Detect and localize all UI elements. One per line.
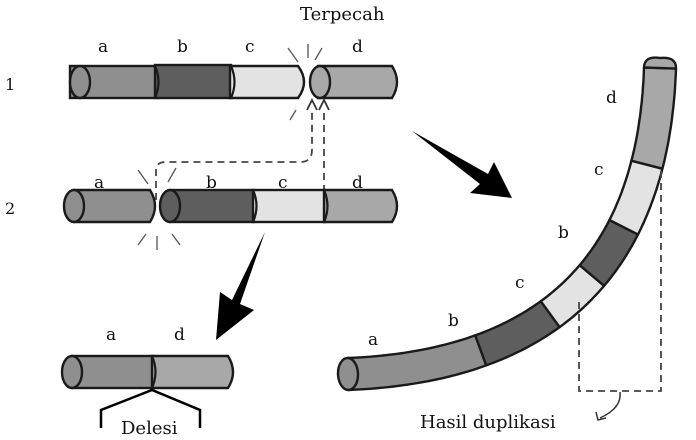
chromosome-row-2: a b c d (62, 167, 399, 250)
label-c: c (278, 173, 288, 193)
segment-a (60, 354, 156, 390)
label-a: a (94, 173, 104, 193)
transfer-dashed-lines (155, 97, 330, 200)
segment-d (308, 64, 399, 100)
dup-label-d: d (606, 88, 617, 108)
dup-label-b2: b (558, 223, 569, 243)
label-a: a (98, 37, 108, 57)
arrowhead-icon (306, 97, 318, 111)
break-rays-row-1 (287, 44, 323, 121)
label-d: d (174, 325, 185, 345)
segment-b (153, 63, 233, 100)
deletion-bracket (99, 388, 202, 428)
deletion-label: Delesi (121, 418, 178, 439)
dup-label-c2: c (594, 160, 604, 180)
segment-b (158, 188, 256, 224)
segment-a (62, 188, 157, 224)
chromosome-duplication (336, 56, 678, 392)
row-number-2: 2 (5, 199, 15, 218)
dup-segment-c (608, 159, 664, 236)
dup-segment-d (630, 66, 678, 170)
label-a: a (106, 325, 116, 345)
arrowhead-icon (318, 97, 330, 111)
chromosome-row-1: a b c d (68, 37, 399, 121)
label-c: c (245, 37, 255, 57)
dup-end-cap (336, 356, 360, 392)
segment-a (68, 64, 160, 100)
label-b: b (177, 37, 188, 57)
label-d: d (352, 37, 363, 57)
dup-label-a: a (368, 330, 378, 350)
segment-d (322, 188, 399, 224)
arrow-to-duplication-icon (412, 131, 512, 198)
duplication-bracket (578, 168, 662, 421)
dup-top-cap (642, 56, 678, 70)
segment-c (251, 188, 327, 224)
segment-d (150, 354, 235, 390)
dup-label-b: b (448, 311, 459, 331)
dup-label-c: c (515, 273, 525, 293)
curved-arrow-icon (595, 411, 607, 421)
row-number-1: 1 (5, 75, 15, 94)
label-b: b (206, 173, 217, 193)
break-rays-row-2 (137, 167, 181, 250)
chromosome-deletion: a d Delesi (60, 325, 235, 439)
duplication-label: Hasil duplikasi (420, 412, 556, 433)
segment-c (228, 64, 306, 100)
title-terpecah: Terpecah (300, 4, 385, 25)
arrow-to-deletion-icon (216, 232, 265, 340)
label-d: d (352, 173, 363, 193)
